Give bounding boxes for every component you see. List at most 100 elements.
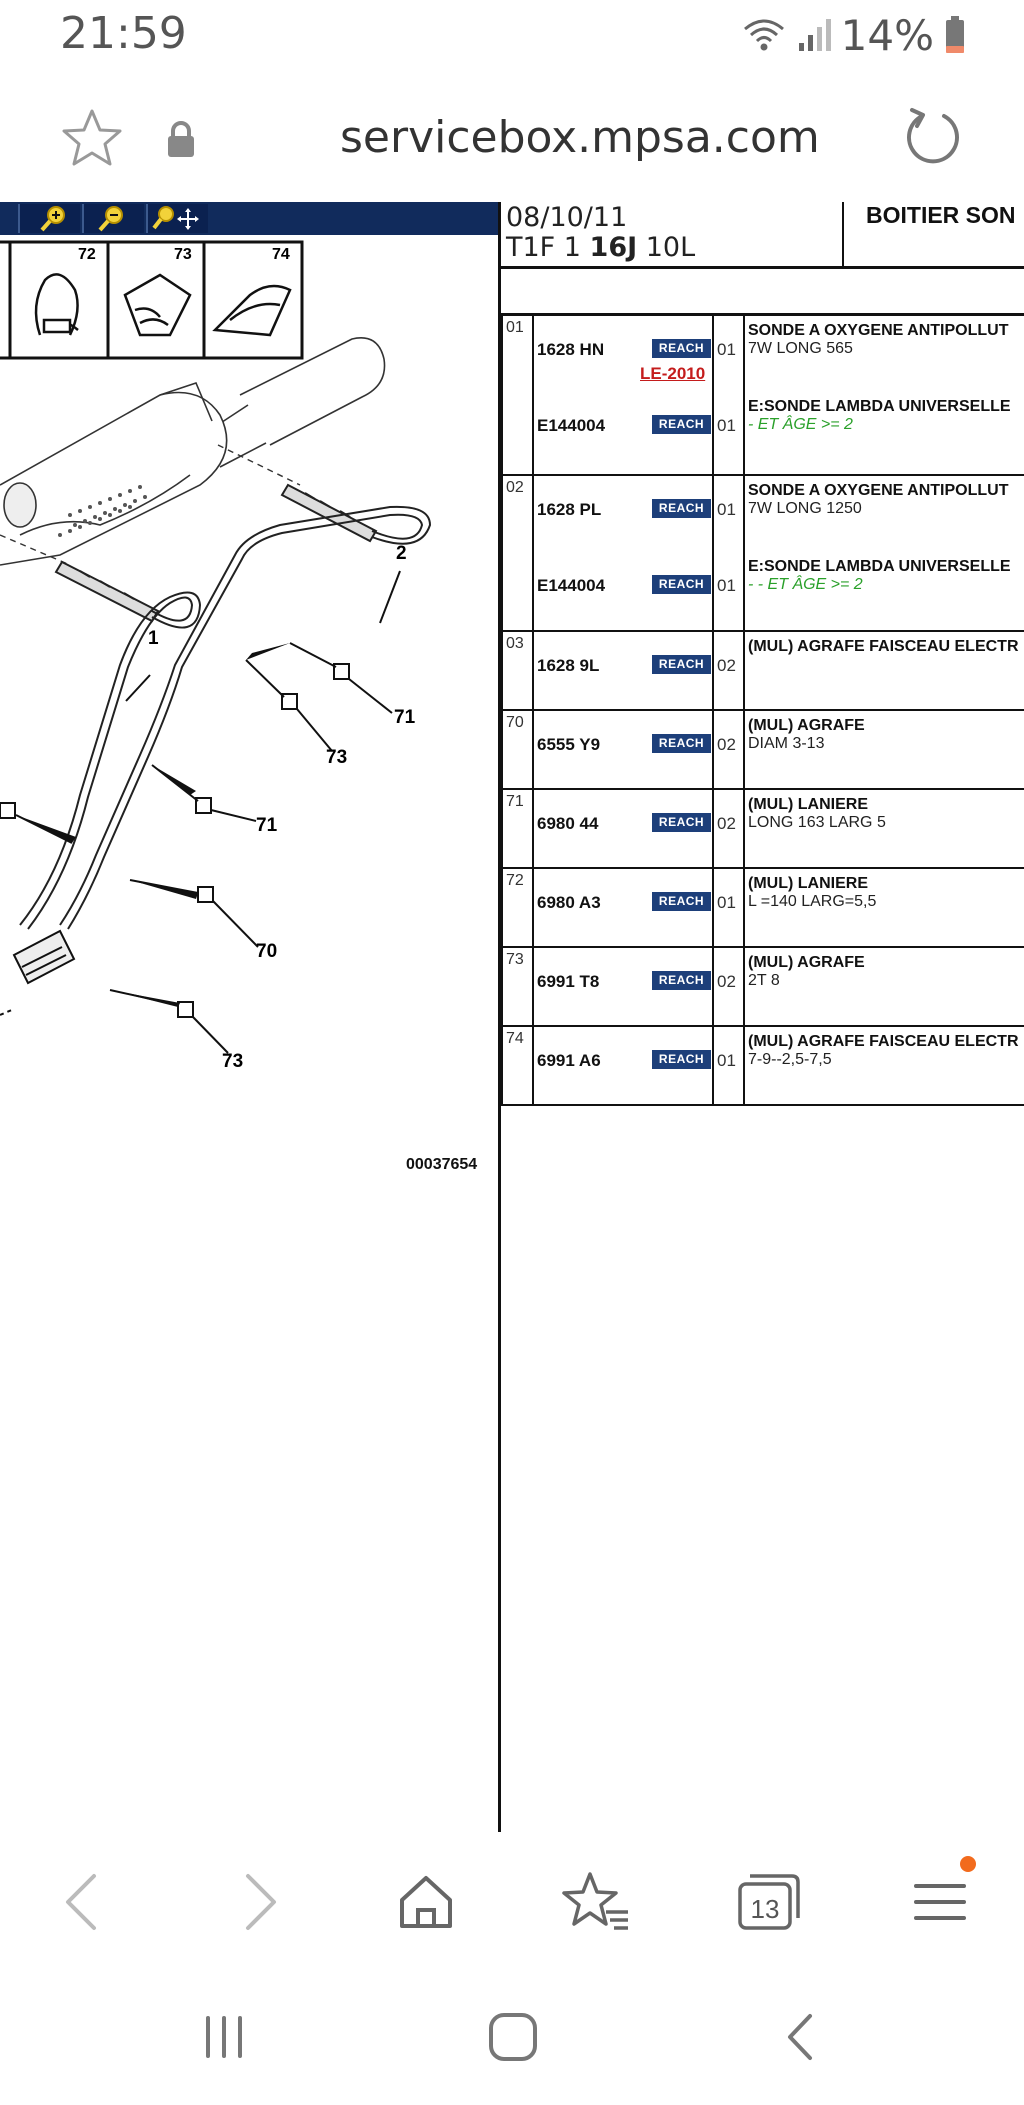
battery-icon (946, 16, 964, 53)
part-detail: 7W LONG 1250 (748, 500, 862, 517)
bookmarks-icon[interactable] (556, 1862, 636, 1942)
row-line: 1628 9L REACH 02 (501, 654, 1024, 676)
reach-badge[interactable]: REACH (652, 892, 711, 911)
part-description: SONDE A OXYGENE ANTIPOLLUT (748, 322, 1009, 339)
reach-badge[interactable]: REACH (652, 813, 711, 832)
reach-badge[interactable]: REACH (652, 971, 711, 990)
panel-divider (498, 202, 501, 1832)
part-description: E:SONDE LAMBDA UNIVERSELLE (748, 558, 1011, 575)
row-line: E:SONDE LAMBDA UNIVERSELLE (501, 556, 1024, 578)
table-row[interactable]: 74 (MUL) AGRAFE FAISCEAU ELECTR 6991 A6 … (501, 1027, 1024, 1106)
reach-badge[interactable]: REACH (652, 499, 711, 518)
header-vehicle-code: T1F 1 16J 10L (506, 232, 695, 263)
notification-dot (960, 1856, 976, 1872)
reach-badge[interactable]: REACH (652, 415, 711, 434)
row-line: LE-2010 (501, 362, 1024, 384)
part-condition: - - ET ÂGE >= 2 (748, 576, 863, 593)
table-row[interactable]: 70 (MUL) AGRAFE 6555 Y9 REACH 02 DIAM 3-… (501, 711, 1024, 790)
row-line: (MUL) AGRAFE FAISCEAU ELECTR (501, 1031, 1024, 1053)
part-detail: LONG 163 LARG 5 (748, 814, 886, 831)
callout-71-top: 71 (394, 707, 416, 728)
thumb-label-72: 72 (78, 246, 96, 263)
url-field[interactable]: servicebox.mpsa.com (340, 112, 820, 163)
diagram-code: 00037654 (406, 1156, 478, 1173)
part-description: (MUL) AGRAFE (748, 717, 865, 734)
part-reference[interactable]: 6980 44 (537, 814, 599, 833)
reload-icon[interactable] (900, 102, 966, 168)
menu-icon[interactable] (900, 1862, 980, 1942)
home-button-icon[interactable] (478, 2002, 548, 2072)
part-condition: - ET ÂGE >= 2 (748, 416, 853, 433)
recents-icon[interactable] (190, 2002, 260, 2072)
oxygen-sensor-downstream (280, 483, 378, 543)
part-description: SONDE A OXYGENE ANTIPOLLUT (748, 482, 1009, 499)
header-date: 08/10/11 (506, 202, 628, 233)
row-line: (MUL) LANIERE (501, 794, 1024, 816)
table-row[interactable]: 01 SONDE A OXYGENE ANTIPOLLUT 1628 HN RE… (501, 316, 1024, 476)
part-quantity: 01 (717, 576, 736, 595)
part-reference[interactable]: E144004 (537, 416, 606, 435)
part-reference[interactable]: E144004 (537, 576, 606, 595)
reach-badge[interactable]: REACH (652, 655, 711, 674)
pan-zoom-button[interactable] (146, 204, 208, 233)
part-quantity: 02 (717, 814, 736, 833)
part-reference[interactable]: 6991 A6 (537, 1051, 601, 1070)
row-line: 6980 44 REACH 02 LONG 163 LARG 5 (501, 812, 1024, 834)
part-description: (MUL) AGRAFE (748, 954, 865, 971)
table-row[interactable]: 73 (MUL) AGRAFE 6991 T8 REACH 02 2T 8 (501, 948, 1024, 1027)
row-line: 6980 A3 REACH 01 L =140 LARG=5,5 (501, 891, 1024, 913)
leader-wedges (16, 643, 290, 1007)
part-description: (MUL) LANIERE (748, 796, 868, 813)
back-icon[interactable] (44, 1862, 124, 1942)
tabs-button[interactable]: 13 (728, 1862, 808, 1942)
table-row[interactable]: 71 (MUL) LANIERE 6980 44 REACH 02 LONG 1… (501, 790, 1024, 869)
reach-badge[interactable]: REACH (652, 575, 711, 594)
part-reference[interactable]: 1628 PL (537, 500, 602, 519)
clock: 21:59 (60, 8, 187, 59)
home-icon[interactable] (386, 1862, 466, 1942)
part-reference[interactable]: 1628 HN (537, 340, 605, 359)
tabs-icon (738, 1874, 800, 1930)
row-line: (MUL) AGRAFE FAISCEAU ELECTR (501, 636, 1024, 658)
reach-badge[interactable]: REACH (652, 339, 711, 358)
back-nav-icon[interactable] (766, 2002, 836, 2072)
parts-diagram: 72 73 74 (0, 240, 432, 1072)
row-position: 02 (506, 479, 524, 496)
row-line: SONDE A OXYGENE ANTIPOLLUT (501, 480, 1024, 502)
row-line: 1628 HN REACH 01 7W LONG 565 (501, 338, 1024, 360)
table-row[interactable]: 72 (MUL) LANIERE 6980 A3 REACH 01 L =140… (501, 869, 1024, 948)
part-detail: DIAM 3-13 (748, 735, 825, 752)
zoom-in-button[interactable] (18, 204, 80, 233)
row-line: E:SONDE LAMBDA UNIVERSELLE (501, 396, 1024, 418)
tab-count: 13 (750, 1894, 780, 1924)
part-quantity: 02 (717, 972, 736, 991)
part-detail: 2T 8 (748, 972, 780, 989)
reach-badge[interactable]: REACH (652, 1050, 711, 1069)
forward-icon[interactable] (218, 1862, 298, 1942)
table-row[interactable]: 02 SONDE A OXYGENE ANTIPOLLUT 1628 PL RE… (501, 476, 1024, 632)
wifi-icon (743, 19, 784, 51)
zoom-out-icon (98, 206, 123, 232)
system-nav-bar (0, 1972, 1024, 2105)
status-icons: 14% (741, 10, 966, 60)
header-rule-2 (501, 313, 1024, 316)
le-2010-link[interactable]: LE-2010 (640, 364, 706, 383)
part-detail: L =140 LARG=5,5 (748, 893, 877, 910)
zoom-out-button[interactable] (82, 204, 144, 233)
connector-plug (0, 929, 76, 1016)
row-position: 72 (506, 872, 524, 889)
part-reference[interactable]: 6991 T8 (537, 972, 600, 991)
signal-icon (798, 19, 831, 51)
col-divider (714, 316, 745, 1106)
row-position: 01 (506, 319, 524, 336)
row-line: (MUL) LANIERE (501, 873, 1024, 895)
battery-percent: 14% (840, 10, 934, 60)
reach-badge[interactable]: REACH (652, 734, 711, 753)
part-reference[interactable]: 1628 9L (537, 656, 600, 675)
callout-2: 2 (396, 543, 407, 564)
table-row[interactable]: 03 (MUL) AGRAFE FAISCEAU ELECTR 1628 9L … (501, 632, 1024, 711)
row-line: 6555 Y9 REACH 02 DIAM 3-13 (501, 733, 1024, 755)
part-reference[interactable]: 6980 A3 (537, 893, 601, 912)
star-icon[interactable] (60, 106, 124, 170)
part-reference[interactable]: 6555 Y9 (537, 735, 601, 754)
